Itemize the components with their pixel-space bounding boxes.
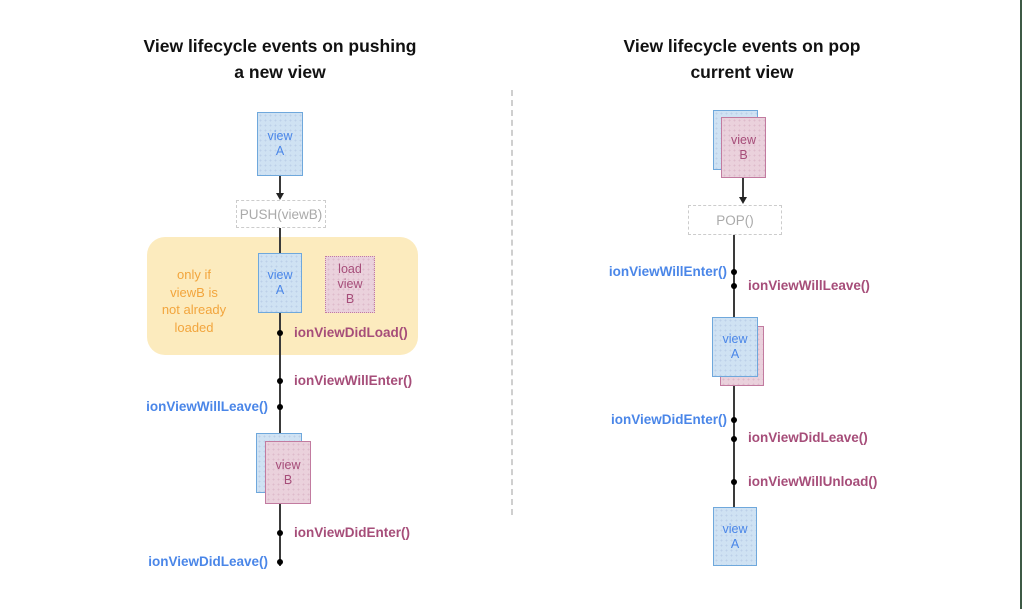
left-panel-title: View lifecycle events on pushing a new v… <box>143 36 417 82</box>
timeline-dot <box>277 404 283 410</box>
timeline-dot <box>731 436 737 442</box>
timeline-dot <box>731 479 737 485</box>
right-view-a-mid-box: view A <box>712 317 758 377</box>
event-label-ionviewdidload: ionViewDidLoad() <box>294 325 408 340</box>
down-arrow-icon <box>739 197 747 204</box>
left-view-a-mid-box: view A <box>258 253 302 313</box>
right-view-a-bottom-box: view A <box>713 507 757 566</box>
left-arrow-line <box>279 176 281 194</box>
event-label-ionviewdidleave: ionViewDidLeave() <box>148 554 268 569</box>
pop-box: POP() <box>688 205 782 235</box>
load-view-b-box: load view B <box>325 256 375 313</box>
event-label-ionviewdidleave: ionViewDidLeave() <box>748 430 868 445</box>
down-arrow-icon <box>276 193 284 200</box>
right-view-b-top-box: view B <box>721 117 766 178</box>
left-view-b-front-box: view B <box>265 441 311 504</box>
event-label-ionviewwillenter: ionViewWillEnter() <box>608 264 727 279</box>
right-arrow-line <box>742 178 744 197</box>
panel-divider <box>511 90 513 515</box>
event-label-ionviewwillenter: ionViewWillEnter() <box>294 373 413 388</box>
right-edge-line <box>1020 0 1022 609</box>
conditional-note: only if viewB is not already loaded <box>161 267 227 335</box>
event-label-ionviewwillleave: ionViewWillLeave() <box>146 399 268 414</box>
event-label-ionviewdidenter: ionViewDidEnter() <box>610 412 727 427</box>
timeline-dot <box>277 530 283 536</box>
event-label-ionviewwillunload: ionViewWillUnload() <box>748 474 878 489</box>
left-flow-line <box>279 228 281 566</box>
left-view-a-top-box: view A <box>257 112 303 176</box>
timeline-dot <box>731 269 737 275</box>
event-label-ionviewdidenter: ionViewDidEnter() <box>294 525 411 540</box>
push-box: PUSH(viewB) <box>236 200 326 228</box>
right-panel-title: View lifecycle events on pop current vie… <box>623 36 861 82</box>
timeline-dot <box>731 283 737 289</box>
timeline-dot <box>277 330 283 336</box>
timeline-dot <box>277 378 283 384</box>
timeline-dot <box>277 559 283 565</box>
event-label-ionviewwillleave: ionViewWillLeave() <box>748 278 870 293</box>
timeline-dot <box>731 417 737 423</box>
